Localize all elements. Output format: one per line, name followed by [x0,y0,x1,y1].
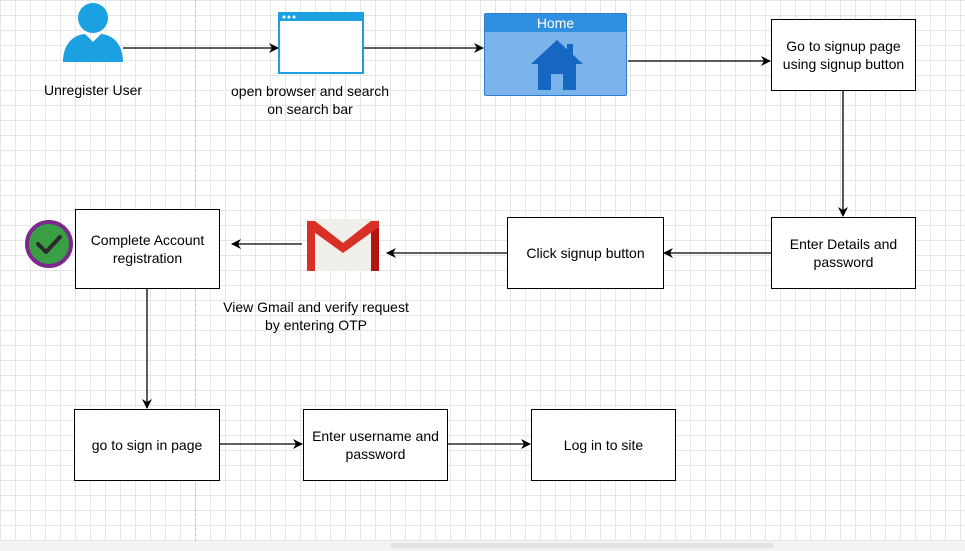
gmail-icon [307,219,379,271]
unregister-user-label: Unregister User [43,82,143,98]
click-signup-node[interactable]: Click signup button [507,217,664,289]
enter-details-node[interactable]: Enter Details and password [771,217,916,289]
go-to-signin-node[interactable]: go to sign in page [74,409,220,481]
enter-username-node[interactable]: Enter username and password [303,409,448,481]
view-gmail-label: View Gmail and verify request by enterin… [223,299,409,333]
house-icon [531,40,583,90]
horizontal-scrollbar[interactable] [390,543,774,548]
browser-window-icon [278,12,364,74]
home-node[interactable]: Home [484,13,627,96]
go-to-signup-node[interactable]: Go to signup page using signup button [771,19,916,91]
log-in-node[interactable]: Log in to site [531,409,676,481]
user-icon [63,3,123,62]
open-browser-label: open browser and search on search bar [231,83,389,117]
checkmark-icon [25,220,73,268]
complete-account-node[interactable]: Complete Account registration [75,209,220,289]
home-title: Home [485,14,626,32]
